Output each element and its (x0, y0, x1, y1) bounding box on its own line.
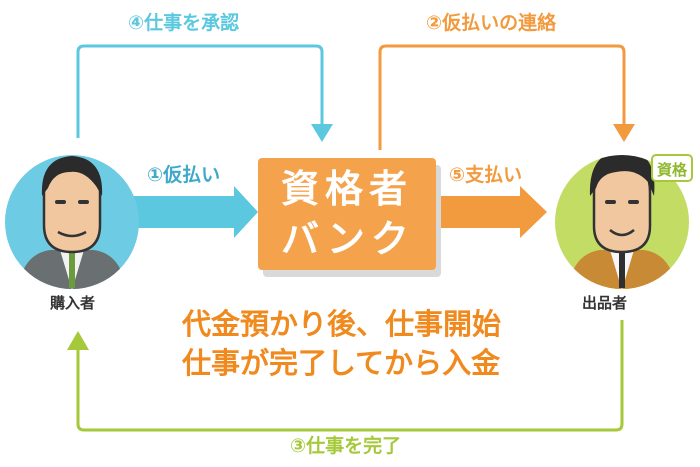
bank-name-line2: バンク (281, 217, 415, 261)
bank-name-line1: 資格者 (281, 167, 414, 211)
notify-connector (378, 44, 626, 150)
qualification-badge: 資格 (651, 154, 693, 182)
step-notify-label: ②仮払いの連絡 (426, 12, 557, 34)
prepay-arrow (110, 186, 258, 238)
message-line1: 代金預かり後、仕事開始 (182, 307, 502, 341)
step-complete-label: ③仕事を完了 (290, 435, 402, 457)
payment-arrow (434, 186, 547, 238)
step-payment-label: ⑤支払い (449, 164, 523, 186)
complete-arrowhead (67, 331, 89, 350)
step-approve-label: ④仕事を承認 (128, 12, 240, 34)
approve-arrowhead (311, 124, 333, 142)
notify-arrowhead (613, 124, 635, 142)
buyer-avatar (5, 155, 139, 289)
bank-box (258, 158, 436, 270)
approve-connector (76, 44, 324, 138)
complete-connector (76, 320, 624, 432)
seller-avatar (555, 155, 689, 289)
message-line2: 仕事が完了してから入金 (182, 346, 501, 380)
seller-label: 出品者 (582, 294, 628, 312)
buyer-label: 購入者 (50, 294, 96, 312)
step-prepay-label: ①仮払い (147, 164, 221, 186)
